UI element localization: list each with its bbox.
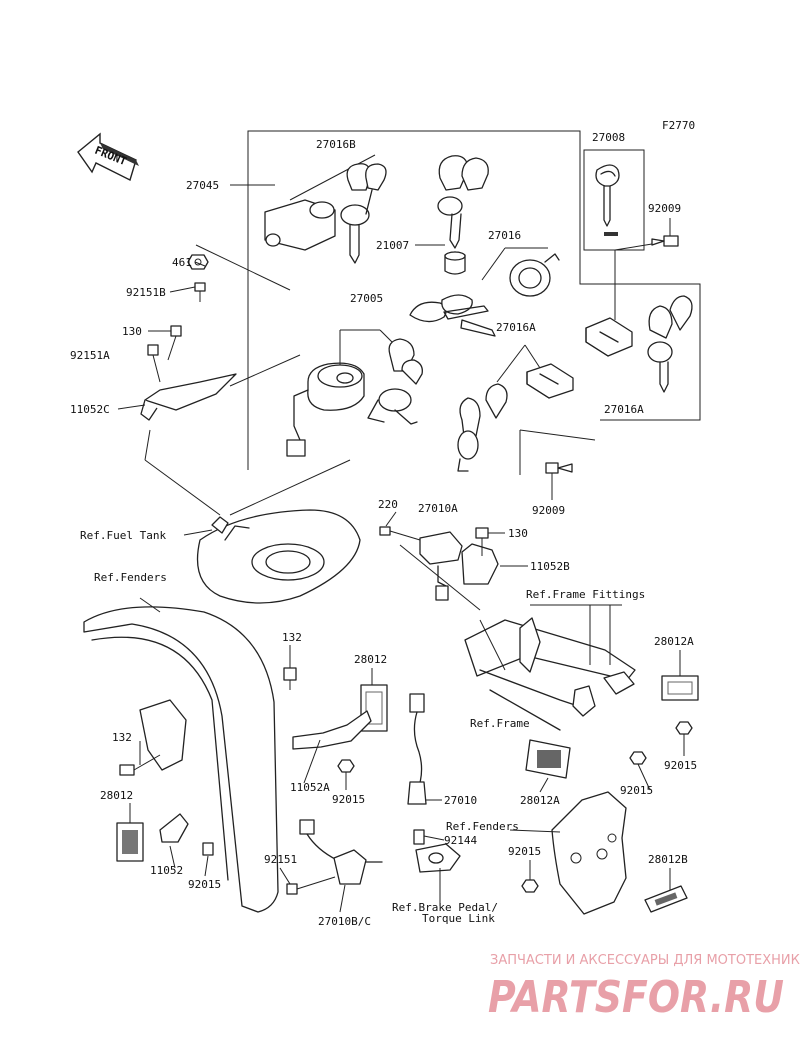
label-28012b: 28012B <box>648 853 688 866</box>
frame-fittings <box>464 604 636 731</box>
reflector-front-left <box>116 822 144 862</box>
label-27010bc: 27010B/C <box>318 915 371 928</box>
diagram-code: F2770 <box>662 119 695 132</box>
label-11052a: 11052A <box>290 781 330 794</box>
ref-brake-pedal-line2: Torque Link <box>422 912 495 925</box>
label-92015-rear: 92015 <box>508 845 541 858</box>
label-92009-mid: 92009 <box>532 504 565 517</box>
label-92015-mid: 92015 <box>332 793 365 806</box>
ref-frame: Ref.Frame <box>470 717 530 730</box>
fuel-tank <box>196 509 361 604</box>
label-11052b: 11052B <box>530 560 570 573</box>
label-92151a: 92151A <box>70 349 110 362</box>
bracket-11052c <box>140 325 351 516</box>
label-132-top: 132 <box>282 631 302 644</box>
key-pair-switch <box>367 338 423 425</box>
part-labels: 27016B 27045 27008 92009 461 92151B 2100… <box>70 131 697 928</box>
label-11052: 11052 <box>150 864 183 877</box>
label-28012-left: 28012 <box>100 789 133 802</box>
label-27045: 27045 <box>186 179 219 192</box>
key-cover-right <box>585 295 693 393</box>
brake-switch-front <box>379 526 499 611</box>
front-fender-bracket <box>119 667 297 856</box>
label-27010: 27010 <box>444 794 477 807</box>
label-461: 461 <box>172 256 192 269</box>
ref-fenders-front: Ref.Fenders <box>94 571 167 584</box>
label-28012a-mid: 28012A <box>520 794 560 807</box>
screw-middle <box>545 462 573 500</box>
label-27010a: 27010A <box>418 502 458 515</box>
nut-92015-frame <box>675 721 693 735</box>
brake-switch-bc <box>286 819 383 895</box>
label-130-top: 130 <box>122 325 142 338</box>
screw-top-right <box>651 218 679 247</box>
key-blank-inset-box <box>583 149 645 251</box>
front-fender <box>83 597 279 913</box>
watermark: ЗАПЧАСТИ И АКСЕССУАРЫ ДЛЯ МОТОТЕХНИКИ PA… <box>488 953 800 1023</box>
nut-92015-frame-2 <box>629 751 647 765</box>
label-132-left: 132 <box>112 731 132 744</box>
ignition-cap <box>481 247 560 297</box>
reflector-front-right <box>360 684 388 732</box>
ref-frame-fittings: Ref.Frame Fittings <box>526 588 645 601</box>
leader-lines <box>117 244 685 913</box>
ignition-cover <box>264 154 376 251</box>
label-28012a-right: 28012A <box>654 635 694 648</box>
reflector-frame-mid <box>525 739 571 779</box>
label-27005: 27005 <box>350 292 383 305</box>
rear-fender <box>509 791 627 915</box>
label-21007: 21007 <box>376 239 409 252</box>
bracket-11052a <box>292 710 372 773</box>
ref-brake-pedal-line1: Ref.Brake Pedal/ <box>392 901 498 914</box>
watermark-logo: PARTSFOR.RU <box>488 972 784 1023</box>
brake-switch-rear <box>407 693 461 873</box>
label-92015-r2: 92015 <box>620 784 653 797</box>
label-27016: 27016 <box>488 229 521 242</box>
key-pair-top-middle <box>437 155 489 275</box>
label-92015-right: 92015 <box>664 759 697 772</box>
label-92009-top: 92009 <box>648 202 681 215</box>
label-11052c: 11052C <box>70 403 110 416</box>
key-pair-lower <box>457 344 541 472</box>
reflector-frame-right <box>661 675 699 701</box>
reference-labels: Ref.Fuel Tank Ref.Fenders Ref.Frame Fitt… <box>80 529 645 925</box>
key-cover-middle <box>526 363 574 399</box>
ref-fenders-rear: Ref.Fenders <box>446 820 519 833</box>
label-92151b: 92151B <box>126 286 166 299</box>
ref-fuel-tank: Ref.Fuel Tank <box>80 529 166 542</box>
bolt-92151b <box>194 282 206 302</box>
nut-92015-rear <box>521 879 539 893</box>
key-pair-middle <box>409 294 496 337</box>
watermark-tagline: ЗАПЧАСТИ И АКСЕССУАРЫ ДЛЯ МОТОТЕХНИКИ <box>490 953 800 968</box>
label-130-mid: 130 <box>508 527 528 540</box>
reflector-rear <box>644 885 688 913</box>
key-pair-top-left <box>340 163 387 264</box>
label-220: 220 <box>378 498 398 511</box>
label-27008: 27008 <box>592 131 625 144</box>
label-92144: 92144 <box>444 834 477 847</box>
ignition-switch <box>286 329 401 457</box>
label-92015-bottom: 92015 <box>188 878 221 891</box>
front-arrow-icon: FRONT <box>77 132 139 181</box>
label-27016a-right: 27016A <box>604 403 644 416</box>
label-92151: 92151 <box>264 853 297 866</box>
label-27016b: 27016B <box>316 138 356 151</box>
label-28012: 28012 <box>354 653 387 666</box>
label-27016a-mid: 27016A <box>496 321 536 334</box>
